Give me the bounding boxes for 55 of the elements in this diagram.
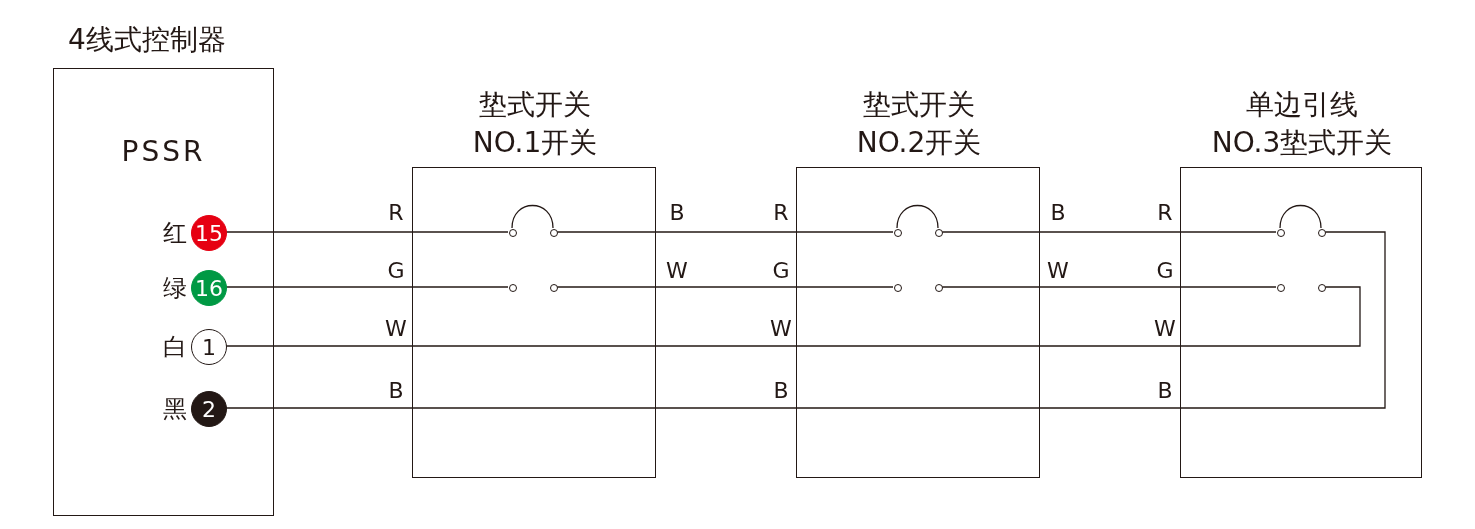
wire — [941, 286, 1277, 288]
wire — [225, 286, 1361, 347]
wire — [225, 231, 1386, 409]
pin-label: B — [773, 377, 789, 403]
pin-label: G — [772, 257, 790, 283]
contact-point — [1277, 284, 1285, 292]
box-heading: 垫式开关 — [862, 87, 976, 123]
wire-color-label: 绿 — [163, 273, 187, 304]
wire — [556, 286, 894, 288]
contact-point — [935, 284, 943, 292]
contact-point — [935, 229, 943, 237]
box-heading: 单边引线 — [1245, 87, 1359, 123]
pin-label: W — [770, 315, 792, 341]
contact-point — [1277, 229, 1285, 237]
contact-point — [509, 284, 517, 292]
pin-label: R — [1157, 199, 1173, 225]
switch-arc — [1279, 204, 1322, 229]
wire — [225, 286, 509, 288]
pin-label: B — [1050, 199, 1066, 225]
wire — [556, 231, 894, 233]
pin-label: B — [388, 377, 404, 403]
wire-color-label: 黑 — [163, 394, 187, 425]
switch-arc — [511, 204, 554, 229]
wire-color-label: 红 — [163, 218, 187, 249]
contact-point — [1318, 229, 1326, 237]
terminal-number: 2 — [191, 391, 227, 427]
pin-label: W — [666, 257, 688, 283]
pin-label: W — [385, 315, 407, 341]
pin-label: B — [669, 199, 685, 225]
box-subheading: NO.2开关 — [855, 125, 983, 161]
pin-label: G — [387, 257, 405, 283]
contact-point — [509, 229, 517, 237]
terminal-number: 1 — [191, 329, 227, 365]
contact-point — [550, 229, 558, 237]
pin-label: G — [1156, 257, 1174, 283]
box-subheading: PSSR — [120, 135, 207, 168]
box-heading: 垫式开关 — [478, 87, 592, 123]
wire — [225, 231, 509, 233]
box-subheading: NO.3垫式开关 — [1210, 125, 1394, 161]
pin-label: B — [1157, 377, 1173, 403]
pin-label: W — [1047, 257, 1069, 283]
box-heading: 4线式控制器 — [68, 22, 226, 58]
terminal-number: 16 — [191, 270, 227, 306]
pin-label: R — [388, 199, 404, 225]
terminal-number: 15 — [191, 215, 227, 251]
switch-arc — [896, 204, 939, 229]
wire — [941, 231, 1277, 233]
contact-point — [894, 229, 902, 237]
contact-point — [894, 284, 902, 292]
contact-point — [1318, 284, 1326, 292]
box-subheading: NO.1开关 — [471, 125, 599, 161]
wire-color-label: 白 — [163, 332, 187, 363]
pin-label: R — [773, 199, 789, 225]
pin-label: W — [1154, 315, 1176, 341]
contact-point — [550, 284, 558, 292]
